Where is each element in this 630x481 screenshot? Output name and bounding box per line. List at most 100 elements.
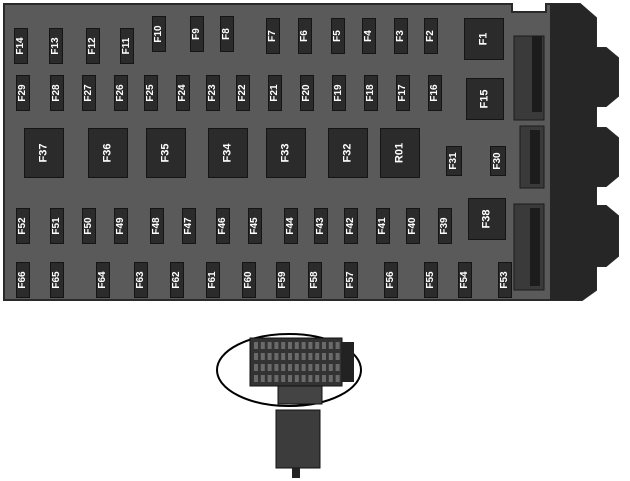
fuse-f44: F44 [284, 208, 298, 244]
locator-cell [267, 364, 272, 371]
fuse-label: F48 [151, 217, 162, 235]
locator-cell [301, 342, 306, 349]
fuse-label: F40 [407, 217, 418, 235]
fuse-f47: F47 [182, 208, 196, 244]
locator-cell [267, 353, 272, 360]
fuse-f22: F22 [236, 75, 250, 111]
fuse-f34: F34 [208, 128, 248, 178]
fuse-label: F7 [267, 30, 278, 42]
locator-cell [322, 375, 326, 382]
fuse-label: F56 [385, 271, 396, 289]
fuse-f62: F62 [170, 262, 184, 298]
locator-cell [315, 353, 320, 360]
fuse-f7: F7 [266, 18, 280, 54]
fuse-label: F13 [50, 37, 61, 55]
locator-cell [335, 375, 340, 382]
fuse-f40: F40 [406, 208, 420, 244]
locator-cell [335, 342, 340, 349]
fuse-f30: F30 [490, 146, 506, 176]
fuse-label: F14 [15, 37, 26, 55]
locator-cell [335, 364, 340, 371]
locator-cell [288, 375, 292, 382]
fuse-f2: F2 [424, 18, 438, 54]
fuse-f9: F9 [190, 16, 204, 52]
locator-cell [267, 342, 272, 349]
fuse-label: F47 [183, 217, 194, 235]
fuse-label: F49 [115, 217, 126, 235]
fuse-f41: F41 [376, 208, 390, 244]
fuse-f61: F61 [206, 262, 220, 298]
locator-cell [281, 353, 286, 360]
fuse-f54: F54 [458, 262, 472, 298]
fuse-f59: F59 [276, 262, 290, 298]
fuse-label: F63 [135, 271, 146, 289]
fuse-label: F24 [177, 84, 188, 102]
fuse-f13: F13 [49, 28, 63, 64]
fuse-f24: F24 [176, 75, 190, 111]
locator-cell [308, 375, 313, 382]
locator-cell [315, 364, 320, 371]
fuse-f21: F21 [268, 75, 282, 111]
locator-cell [274, 364, 279, 371]
fuse-f64: F64 [96, 262, 110, 298]
fuse-label: F12 [87, 37, 98, 55]
locator-cell [315, 342, 320, 349]
locator-cell [294, 353, 299, 360]
fuse-f28: F28 [50, 75, 64, 111]
fuse-label: F17 [397, 84, 408, 102]
fuse-f58: F58 [308, 262, 322, 298]
locator-cell [267, 375, 272, 382]
fuse-label: F25 [145, 84, 156, 102]
fuse-label: F18 [365, 84, 376, 102]
fuse-f49: F49 [114, 208, 128, 244]
locator-cell [254, 342, 258, 349]
fuse-label: F4 [363, 30, 374, 42]
fuse-label: F66 [17, 271, 28, 289]
fuse-f43: F43 [314, 208, 328, 244]
fuse-label: F28 [51, 84, 62, 102]
locator-cell [328, 342, 333, 349]
fuse-label: F37 [37, 143, 50, 163]
fuse-label: F9 [191, 28, 202, 40]
locator-cell [308, 364, 313, 371]
fuse-label: F27 [83, 84, 94, 102]
locator-cell [274, 375, 279, 382]
fuse-label: F34 [221, 143, 234, 163]
locator-cell [328, 375, 333, 382]
fuse-label: F8 [221, 28, 232, 40]
fuse-label: F15 [478, 89, 491, 109]
fuse-f45: F45 [248, 208, 262, 244]
fuse-label: F42 [345, 217, 356, 235]
fuse-label: F23 [207, 84, 218, 102]
fuse-f60: F60 [242, 262, 256, 298]
fuse-label: F65 [51, 271, 62, 289]
fuse-label: F54 [459, 271, 470, 289]
fuse-label: F33 [279, 143, 292, 163]
fuse-label: F43 [315, 217, 326, 235]
fuse-label: F50 [83, 217, 94, 235]
fuse-f38: F38 [468, 198, 506, 240]
locator-cell [308, 342, 313, 349]
fuse-f32: F32 [328, 128, 368, 178]
fuse-label: F36 [101, 143, 114, 163]
locator-cell [322, 364, 326, 371]
locator-cell [288, 353, 292, 360]
locator-cell [288, 342, 292, 349]
locator-cell [322, 342, 326, 349]
fuse-f6: F6 [298, 18, 312, 54]
locator-cell [308, 353, 313, 360]
fuse-f4: F4 [362, 18, 376, 54]
fuse-f26: F26 [114, 75, 128, 111]
fuse-f1: F1 [464, 18, 504, 60]
locator-cell [328, 353, 333, 360]
fuse-f56: F56 [384, 262, 398, 298]
locator-cell [254, 353, 258, 360]
locator-cell [260, 375, 265, 382]
fuse-label: F55 [425, 271, 436, 289]
locator-cell [294, 375, 299, 382]
fuse-f48: F48 [150, 208, 164, 244]
fuse-f39: F39 [438, 208, 452, 244]
fuse-label: F35 [159, 143, 172, 163]
fuse-label: F45 [249, 217, 260, 235]
